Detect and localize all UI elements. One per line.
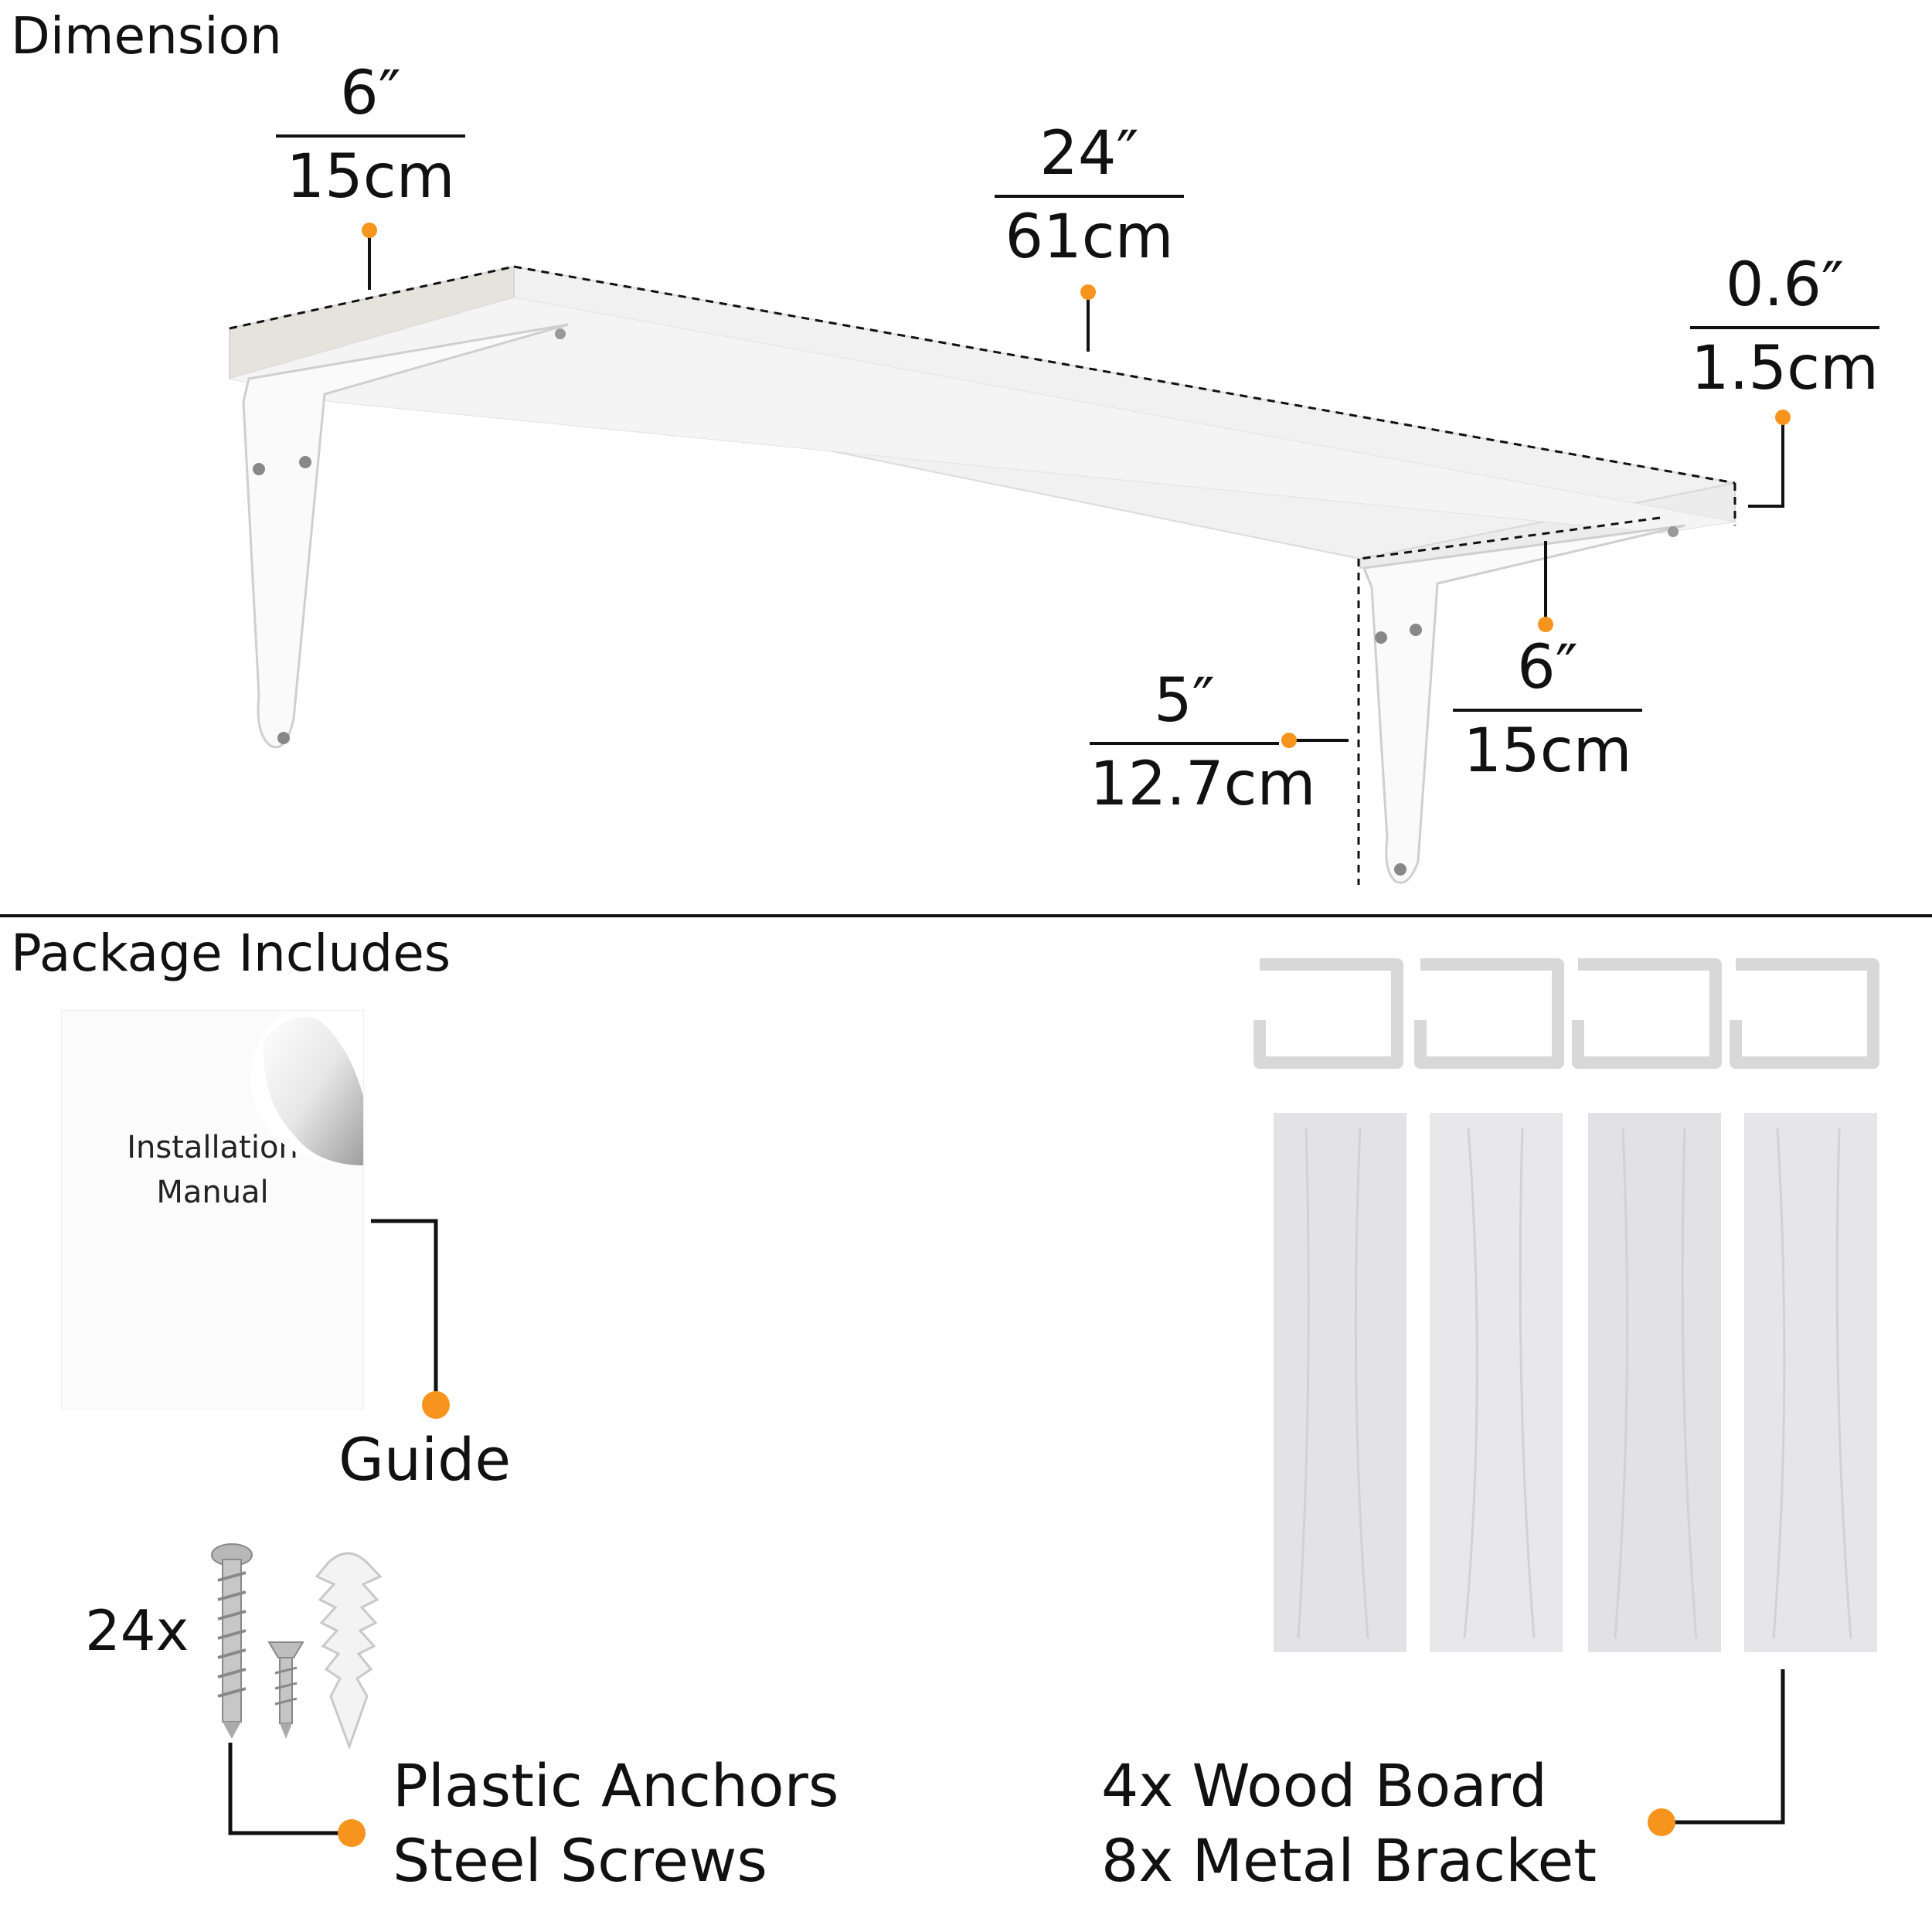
- bracket-screw: [555, 328, 566, 339]
- boards-line-1: 4x Wood Board: [1101, 1751, 1547, 1820]
- depth-top-metric: 15cm: [286, 142, 455, 212]
- bracket-screw: [1410, 624, 1422, 636]
- guide-label: Guide: [338, 1425, 512, 1494]
- short-screw-icon: [267, 1641, 304, 1739]
- bracket-depth-imperial: 6″: [1517, 633, 1578, 702]
- thickness-imperial: 0.6″: [1725, 250, 1845, 320]
- right-bracket: [1362, 524, 1685, 884]
- fraction-rule: [276, 134, 465, 138]
- bracket-screw: [299, 456, 311, 468]
- metal-brackets-icon: [1253, 958, 1879, 1069]
- boards-label: 4x Wood Board 8x Metal Bracket: [1101, 1748, 1597, 1899]
- length-dimension: 24″ 61cm: [995, 124, 1184, 267]
- dimension-title: Dimension: [11, 6, 282, 66]
- bracket-height-dimension: 5″ 12.7cm: [1090, 666, 1316, 819]
- long-screw-icon: [211, 1543, 253, 1739]
- left-bracket: [242, 323, 569, 749]
- hardware-leader-line: [228, 1743, 352, 1835]
- length-imperial: 24″: [1039, 119, 1139, 189]
- boards-line-2: 8x Metal Bracket: [1101, 1826, 1597, 1896]
- bracket-screw: [253, 463, 265, 475]
- guide-leader-line: [371, 1219, 438, 1403]
- bracket-screw: [1668, 526, 1679, 537]
- installation-manual: Installation Manual: [62, 1011, 363, 1409]
- boards-leader-line: [1662, 1669, 1785, 1825]
- accent-dots: [362, 223, 1791, 748]
- plastic-anchor-icon: [315, 1552, 383, 1750]
- depth-top-dimension: 6″ 15cm: [276, 63, 465, 207]
- leader-lines: [368, 230, 1784, 742]
- depth-top-imperial: 6″: [340, 59, 401, 128]
- section-divider: [0, 914, 1932, 917]
- fraction-rule: [1090, 742, 1279, 745]
- bracket-depth-dimension: 6″ 15cm: [1453, 638, 1642, 781]
- hardware-accent-dot: [338, 1819, 366, 1847]
- thickness-metric: 1.5cm: [1691, 334, 1879, 403]
- bracket-depth-metric: 15cm: [1463, 716, 1632, 786]
- hardware-line-2: Steel Screws: [393, 1826, 767, 1896]
- hardware-count: 24x: [85, 1598, 189, 1663]
- fraction-rule: [1453, 709, 1642, 712]
- manual-line-2: Manual: [156, 1175, 269, 1210]
- thickness-dimension: 0.6″ 1.5cm: [1690, 255, 1879, 399]
- manual-line-1: Installation: [127, 1130, 298, 1165]
- boards-accent-dot: [1648, 1808, 1675, 1836]
- bracket-height-imperial: 5″: [1154, 666, 1215, 736]
- bracket-height-metric: 12.7cm: [1090, 750, 1316, 819]
- wood-boards-icon: [1274, 1113, 1877, 1652]
- hardware-line-1: Plastic Anchors: [393, 1751, 839, 1820]
- guide-accent-dot: [422, 1391, 450, 1419]
- fraction-rule: [995, 195, 1184, 198]
- bracket-screw: [1375, 631, 1387, 644]
- bracket-screw: [277, 732, 290, 744]
- page-curl-icon: [250, 1011, 363, 1165]
- dashed-outline: [229, 265, 1736, 885]
- hardware-label: Plastic Anchors Steel Screws: [393, 1748, 838, 1899]
- package-title: Package Includes: [11, 923, 451, 983]
- bracket-screw: [1394, 863, 1406, 876]
- fraction-rule: [1690, 326, 1879, 329]
- length-metric: 61cm: [1005, 202, 1174, 272]
